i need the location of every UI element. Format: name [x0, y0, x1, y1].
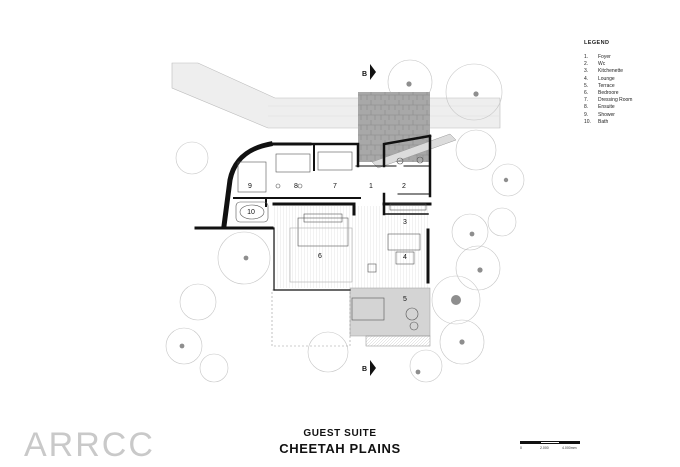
scale-label: 4.000mm	[562, 446, 577, 450]
room-number-3: 3	[403, 219, 407, 226]
legend-list: 1. Foyer 2. Wc 3. Kitchenette 4. Lounge 5. Terrac…	[584, 54, 632, 126]
legend-item-label: Dressing Room	[598, 97, 633, 104]
legend-item-number: 2.	[584, 61, 589, 68]
section-marker-bottom: B	[362, 360, 376, 376]
legend-item-label: Lounge	[598, 75, 615, 82]
legend-item: 6. Bedroore	[584, 90, 632, 97]
room-number-4: 4	[403, 254, 407, 261]
deck-outline	[271, 289, 351, 347]
fixtures	[235, 151, 427, 331]
tree-trunks	[179, 81, 509, 375]
legend-item: 2. Wc	[584, 61, 632, 68]
room-number-7: 7	[333, 183, 337, 190]
legend-item-number: 5.	[584, 82, 589, 89]
scale-segment	[540, 441, 560, 444]
room-number-8: 8	[294, 183, 298, 190]
legend-item: 9. Shower	[584, 112, 632, 119]
rug	[289, 227, 353, 283]
bathtub	[235, 201, 269, 223]
project-title: CHEETAH PLAINS	[279, 441, 401, 456]
terrace-deck	[349, 287, 431, 337]
legend-item-number: 4.	[584, 75, 589, 82]
legend-item: 1. Foyer	[584, 54, 632, 61]
room-number-1: 1	[369, 183, 373, 190]
legend-item: 7. Dressing Room	[584, 97, 632, 104]
scale-bar: 0 2.000 4.000mm	[520, 441, 600, 455]
room-number-9: 9	[248, 183, 252, 190]
svg-text:B: B	[362, 71, 367, 78]
room-numbers: 1 2 3 4 5 6 7 8 9 10	[247, 183, 407, 303]
curved-outer-wall	[221, 141, 273, 229]
outdoor-chair	[405, 307, 419, 321]
legend-item: 8. Ensuite	[584, 104, 632, 111]
legend-item-label: Terrace	[598, 82, 615, 89]
sofa	[387, 233, 421, 251]
legend-item-label: Kitchenette	[598, 68, 624, 75]
scale-segment	[560, 441, 580, 444]
outdoor-bed	[351, 297, 385, 321]
section-marker-top: B	[362, 64, 376, 80]
bed	[297, 217, 349, 247]
legend-item: 5. Terrace	[584, 83, 632, 90]
legend-title: LEGEND	[584, 40, 610, 46]
scale-segment	[520, 441, 540, 444]
legend-item-number: 9.	[584, 111, 589, 118]
room-number-2: 2	[402, 183, 406, 190]
drawing-title: GUEST SUITE	[303, 428, 377, 439]
scale-label: 2.000	[540, 446, 549, 450]
brand-logo: ARRCC	[24, 426, 155, 464]
shower-tray	[237, 161, 267, 193]
legend-item-label: Wc	[598, 61, 606, 68]
room-number-6: 6	[318, 253, 322, 260]
access-path	[171, 62, 501, 129]
terrace-steps	[365, 335, 431, 347]
legend-item-number: 1.	[584, 54, 589, 60]
legend-item: 4. Lounge	[584, 76, 632, 83]
legend-item-number: 10.	[584, 118, 591, 125]
legend-item-number: 8.	[584, 104, 589, 111]
legend-item-label: Bath	[598, 118, 609, 125]
kitchenette-counter	[389, 203, 427, 211]
bedroom-floor	[274, 206, 428, 288]
scale-label: 0	[520, 446, 522, 450]
legend-item-label: Shower	[598, 111, 615, 118]
vegetation	[165, 59, 525, 383]
room-number-10: 10	[247, 209, 255, 216]
legend-item-label: Bedroore	[598, 90, 619, 97]
walls	[194, 134, 432, 291]
legend-item-number: 7.	[584, 97, 589, 104]
legend-item: 10. Bath	[584, 119, 632, 126]
room-number-5: 5	[403, 296, 407, 303]
legend-item-label: Foyer	[598, 54, 611, 60]
legend-item-label: Ensuite	[598, 104, 615, 111]
legend-item-number: 6.	[584, 90, 589, 97]
legend-item: 3. Kitchenette	[584, 68, 632, 75]
svg-text:B: B	[362, 366, 367, 373]
legend-item-number: 3.	[584, 68, 589, 75]
title-block: GUEST SUITE CHEETAH PLAINS	[240, 428, 440, 456]
